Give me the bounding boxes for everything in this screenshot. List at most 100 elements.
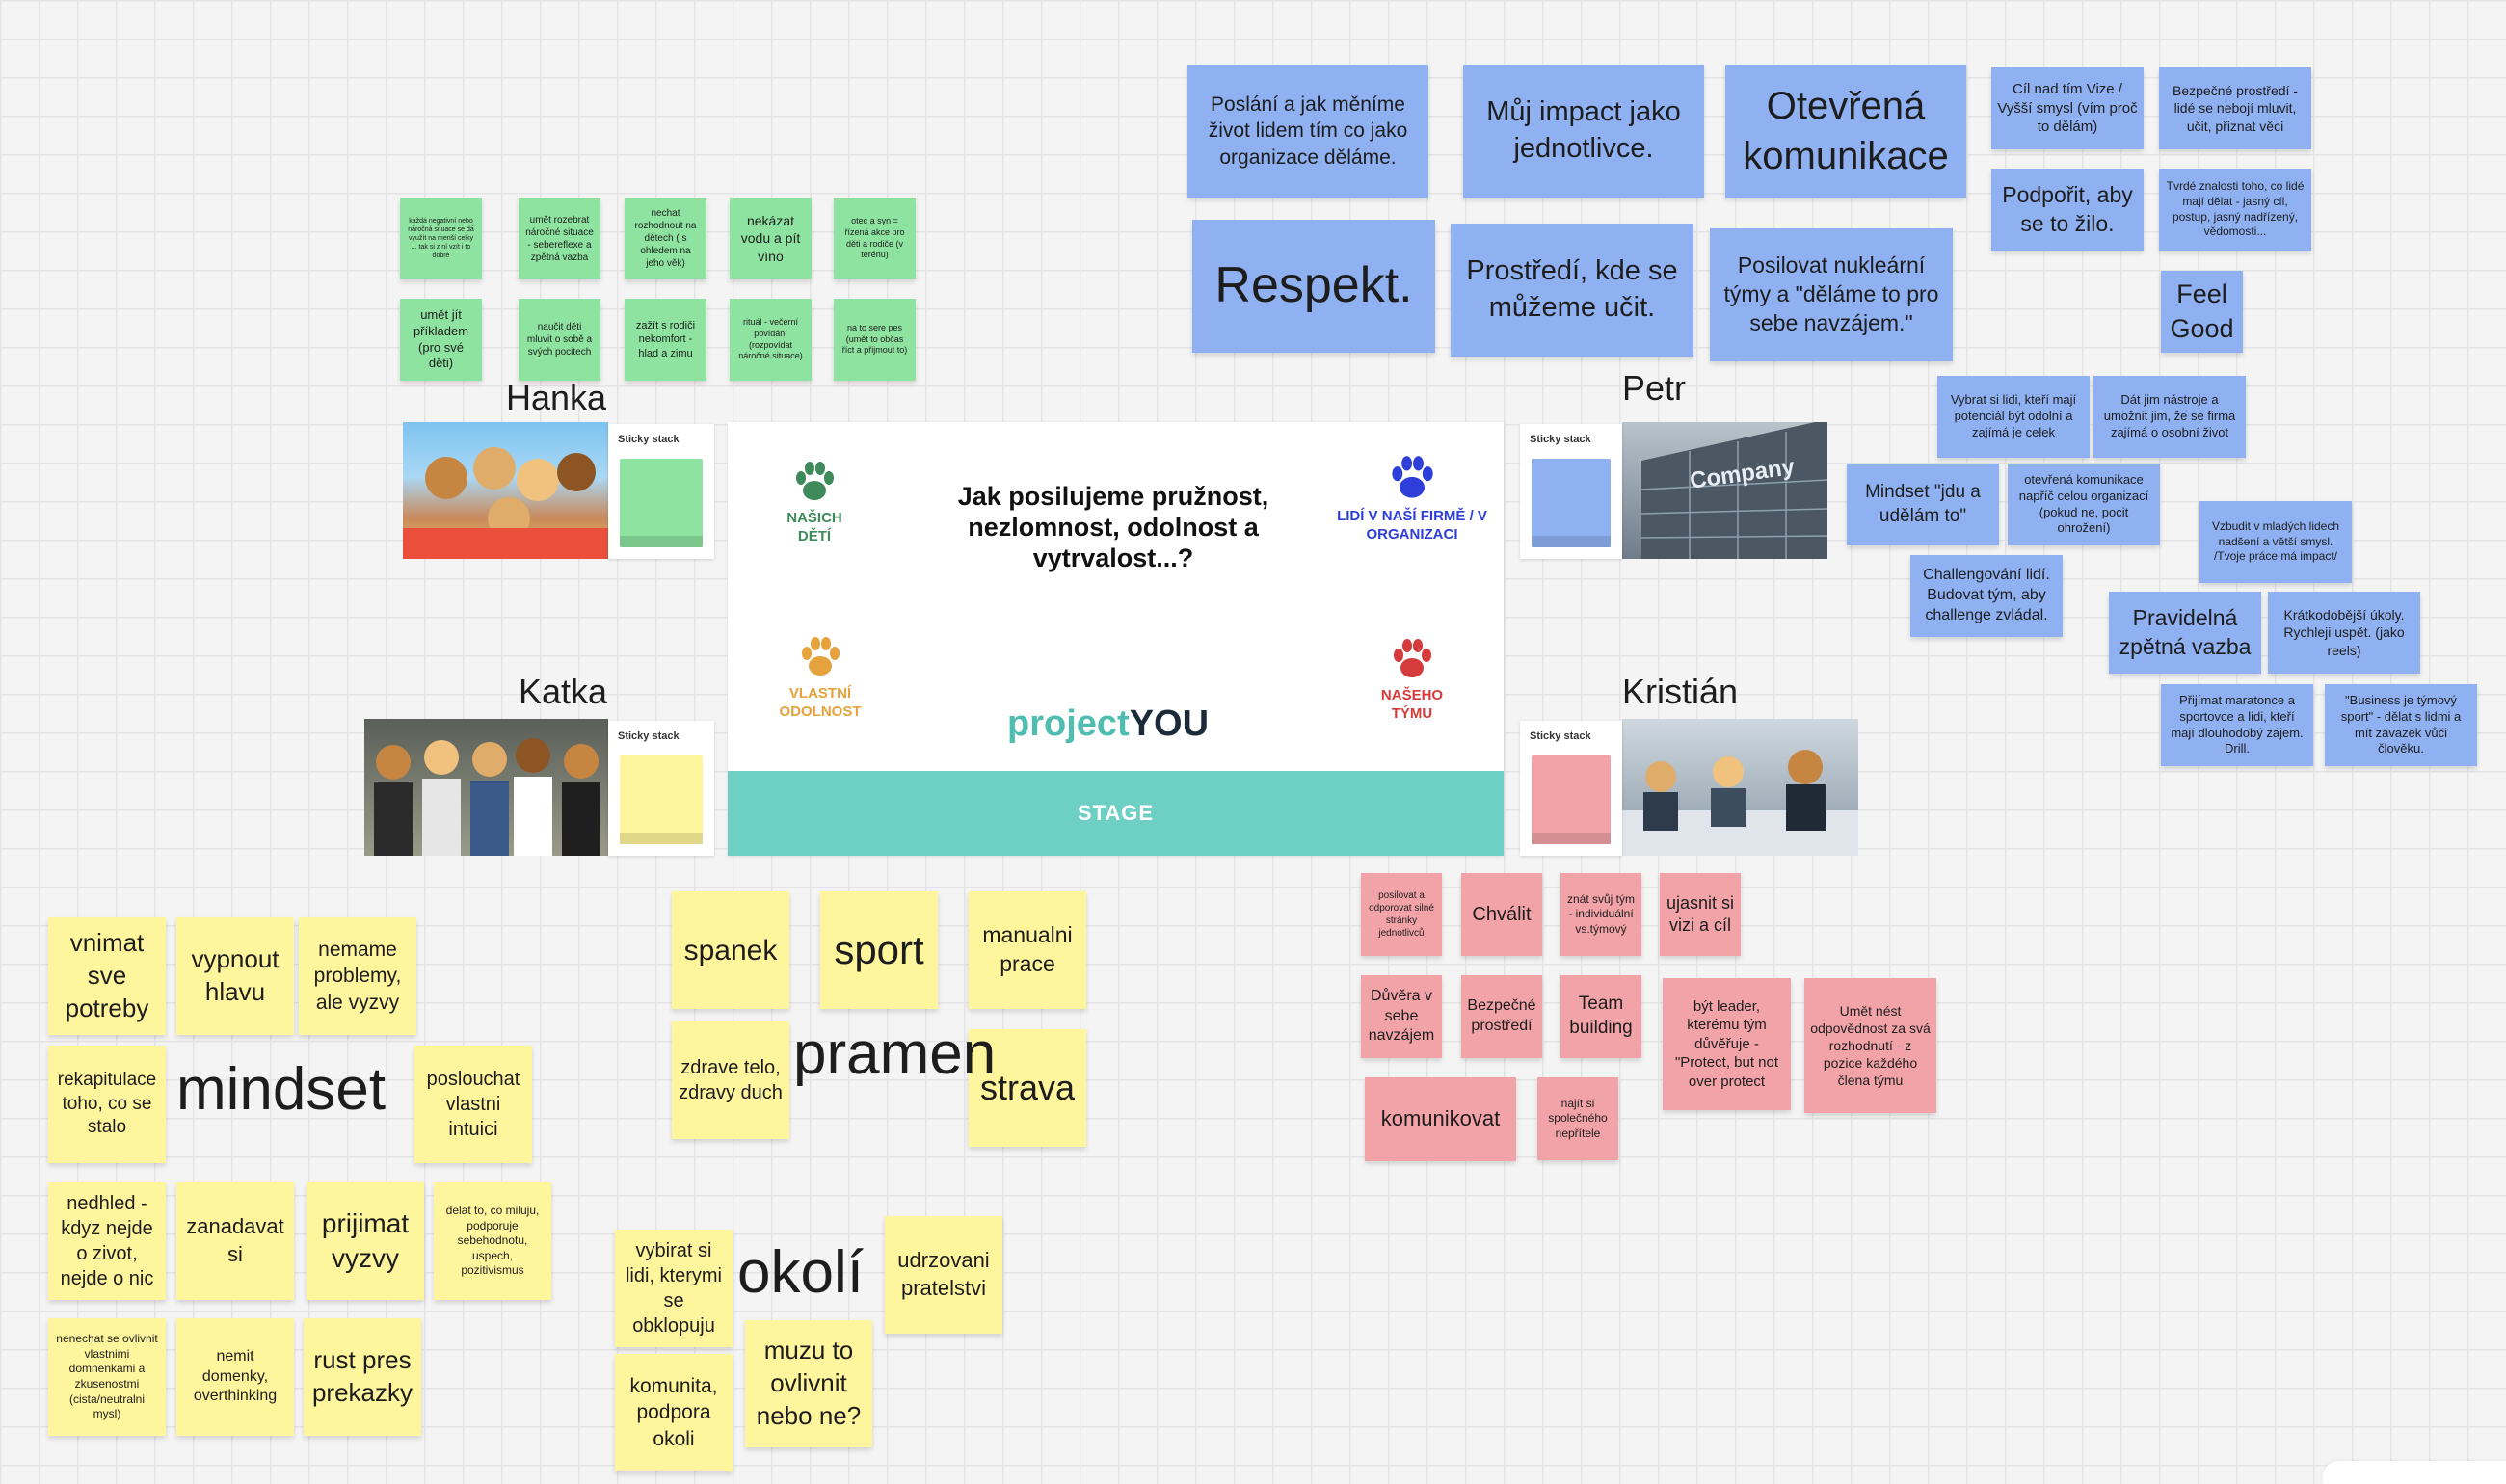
sticky-note-blue[interactable]: Pravidelná zpětná vazba	[2109, 592, 2261, 674]
sticky-note-yellow[interactable]: sport	[820, 891, 938, 1009]
sticky-note-yellow[interactable]: vybirat si lidi, kterymi se obklopuju	[615, 1230, 733, 1347]
sticky-note-yellow[interactable]: nedhled - kdyz nejde o zivot, nejde o ni…	[48, 1182, 166, 1300]
sticky-note-yellow[interactable]: manualni prace	[969, 891, 1086, 1009]
sticky-note-blue[interactable]: Vybrat si lidi, kteří mají potenciál být…	[1937, 376, 2090, 458]
sticky-pad-green[interactable]	[620, 459, 703, 547]
sticky-note-blue[interactable]: Přijímat maratonce a sportovce a lidi, k…	[2161, 684, 2313, 766]
sticky-note-pink[interactable]: Umět nést odpovědnost za svá rozhodnutí …	[1804, 978, 1936, 1113]
sticky-note-green[interactable]: každá negativní nebo náročná situace se …	[400, 198, 482, 279]
sticky-note-blue[interactable]: Vzbudit v mladých lidech nadšení a větší…	[2199, 501, 2352, 583]
photo-meeting-image[interactable]	[1622, 719, 1858, 856]
sticky-note-yellow[interactable]: muzu to ovlivnit nebo ne?	[745, 1320, 872, 1447]
paw-green-icon	[796, 462, 834, 500]
sticky-note-blue[interactable]: "Business je týmový sport" - dělat s lid…	[2325, 684, 2477, 766]
sticky-stack-green[interactable]: Sticky stack	[608, 424, 714, 559]
stage-question: Jak posilujeme pružnost, nezlomnost, odo…	[957, 482, 1269, 572]
sticky-note-yellow[interactable]: delat to, co miluju, podporuje sebehodno…	[434, 1182, 551, 1300]
sticky-note-blue[interactable]: otevřená komunikace napříč celou organiz…	[2008, 464, 2160, 545]
sticky-note-blue[interactable]: Dát jim nástroje a umožnit jim, že se fi…	[2093, 376, 2246, 458]
stage-bar[interactable]: STAGE	[728, 771, 1504, 856]
sticky-note-yellow[interactable]: prijimat vyzvy	[307, 1182, 424, 1300]
sticky-note-pink[interactable]: ujasnit si vizi a cíl	[1660, 873, 1741, 956]
sticky-note-yellow[interactable]: nemit domenky, overthinking	[176, 1318, 294, 1436]
sticky-note-green[interactable]: umět jít příkladem (pro své děti)	[400, 299, 482, 381]
sticky-note-yellow[interactable]: nemame problemy, ale vyzvy	[299, 917, 416, 1035]
sticky-note-blue[interactable]: Posilovat nukleární týmy a "děláme to pr…	[1710, 228, 1953, 361]
sticky-note-blue[interactable]: Cíl nad tím Vize / Vyšší smysl (vím proč…	[1991, 67, 2144, 149]
sticky-note-pink[interactable]: Team building	[1560, 975, 1641, 1058]
name-kristian[interactable]: Kristián	[1622, 672, 1739, 711]
sticky-note-pink[interactable]: znát svůj tým - individuální vs.týmový	[1560, 873, 1641, 956]
sticky-note-green[interactable]: otec a syn = řízená akce pro děti a rodi…	[834, 198, 916, 279]
paw-children[interactable]: NAŠICH DĚTÍ	[776, 459, 853, 546]
sticky-stack-pink[interactable]: Sticky stack	[1520, 721, 1622, 856]
sticky-note-yellow[interactable]: nenechat se ovlivnit vlastnimi domnenkam…	[48, 1318, 166, 1436]
photo-kids-image[interactable]	[403, 422, 608, 559]
paw-company[interactable]: LIDÍ V NAŠÍ FIRMĚ / V ORGANIZACI	[1335, 453, 1489, 544]
sticky-note-yellow[interactable]: poslouchat vlastni intuici	[414, 1046, 532, 1163]
sticky-note-yellow[interactable]: zanadavat si	[176, 1182, 294, 1300]
sticky-note-blue[interactable]: Prostředí, kde se můžeme učit.	[1451, 224, 1693, 357]
sticky-note-yellow[interactable]: vnimat sve potreby	[48, 917, 166, 1035]
sticky-note-blue[interactable]: Otevřená komunikace	[1725, 65, 1966, 198]
sticky-note-blue[interactable]: Krátkodobější úkoly. Rychleji uspět. (ja…	[2268, 592, 2420, 674]
sticky-note-pink[interactable]: Chválit	[1461, 873, 1542, 956]
name-petr[interactable]: Petr	[1622, 368, 1687, 408]
sticky-note-blue[interactable]: Mindset "jdu a udělám to"	[1847, 464, 1999, 545]
logo-part-a: project	[1007, 703, 1130, 744]
sticky-note-blue[interactable]: Podpořit, aby se to žilo.	[1991, 169, 2144, 251]
sticky-note-yellow[interactable]: vypnout hlavu	[176, 917, 294, 1035]
logo-part-b: YOU	[1129, 703, 1210, 744]
paw-self[interactable]: VLASTNÍ ODOLNOST	[774, 634, 866, 722]
sticky-note-green[interactable]: rituál - večerní povídání (rozpovídat ná…	[730, 299, 812, 381]
name-hanka[interactable]: Hanka	[506, 378, 607, 417]
sticky-pad-pink[interactable]	[1532, 755, 1611, 844]
sticky-note-blue[interactable]: Poslání a jak měníme život lidem tím co …	[1187, 65, 1428, 198]
sticky-note-green[interactable]: naučit děti mluvit o sobě a svých pocite…	[519, 299, 600, 381]
sticky-note-blue[interactable]: Challengování lidí. Budovat tým, aby cha…	[1910, 555, 2063, 637]
sticky-note-yellow[interactable]: rekapitulace toho, co se stalo	[48, 1046, 166, 1163]
sticky-note-pink[interactable]: Bezpečné prostředí	[1461, 975, 1542, 1058]
photo-company-building-image[interactable]: Company	[1622, 422, 1827, 559]
sticky-note-pink[interactable]: posilovat a odporovat silné stránky jedn…	[1361, 873, 1442, 956]
paw-orange-icon	[802, 637, 840, 676]
sticky-note-yellow[interactable]: rust pres prekazky	[304, 1318, 421, 1436]
name-katka[interactable]: Katka	[519, 672, 608, 711]
sticky-stack-yellow[interactable]: Sticky stack	[608, 721, 714, 856]
photo-friends-image[interactable]	[364, 719, 608, 856]
sticky-note-blue[interactable]: Tvrdé znalosti toho, co lidé mají dělat …	[2159, 169, 2311, 251]
sticky-stack-blue[interactable]: Sticky stack	[1520, 424, 1622, 559]
sticky-note-green[interactable]: umět rozebrat náročné situace - seberefl…	[519, 198, 600, 279]
sticky-note-yellow[interactable]: zdrave telo, zdravy duch	[672, 1021, 789, 1139]
paw-blue-icon	[1392, 456, 1433, 498]
sticky-note-blue[interactable]: Bezpečné prostředí - lidé se nebojí mluv…	[2159, 67, 2311, 149]
sticky-note-green[interactable]: nechat rozhodnout na dětech ( s ohledem …	[625, 198, 706, 279]
sticky-stack-label: Sticky stack	[1530, 730, 1591, 742]
sticky-note-pink[interactable]: najít si společného nepřítele	[1537, 1077, 1618, 1160]
cluster-label-pramen[interactable]: pramen	[793, 1020, 997, 1087]
projectyou-logo: projectYOU	[1007, 703, 1209, 745]
sticky-note-green[interactable]: nekázat vodu a pít víno	[730, 198, 812, 279]
bottom-right-panel	[2323, 1461, 2506, 1484]
sticky-note-blue[interactable]: Respekt.	[1192, 220, 1435, 353]
sticky-note-yellow[interactable]: udrzovani pratelstvi	[885, 1216, 1002, 1334]
sticky-note-pink[interactable]: komunikovat	[1365, 1077, 1516, 1161]
sticky-note-yellow[interactable]: spanek	[672, 891, 789, 1009]
stage-frame[interactable]: NAŠICH DĚTÍ LIDÍ V NAŠÍ FIRMĚ / V ORGANI…	[728, 422, 1504, 856]
paw-team[interactable]: NAŠEHO TÝMU	[1373, 636, 1451, 724]
sticky-note-green[interactable]: zažít s rodiči nekomfort - hlad a zimu	[625, 299, 706, 381]
cluster-label-okoli[interactable]: okolí	[737, 1239, 864, 1306]
sticky-pad-yellow[interactable]	[620, 755, 703, 844]
sticky-note-blue[interactable]: Feel Good	[2161, 271, 2243, 353]
sticky-note-yellow[interactable]: strava	[969, 1029, 1086, 1147]
sticky-note-yellow[interactable]: komunita, podpora okoli	[615, 1354, 733, 1471]
sticky-note-blue[interactable]: Můj impact jako jednotlivce.	[1463, 65, 1704, 198]
sticky-note-pink[interactable]: být leader, kterému tým důvěřuje - "Prot…	[1663, 978, 1791, 1110]
paw-children-label: NAŠICH DĚTÍ	[786, 510, 842, 544]
sticky-note-pink[interactable]: Důvěra v sebe navzájem	[1361, 975, 1442, 1058]
sticky-note-green[interactable]: na to sere pes (umět to občas říct a při…	[834, 299, 916, 381]
paw-team-label: NAŠEHO TÝMU	[1380, 687, 1444, 722]
cluster-label-mindset[interactable]: mindset	[176, 1056, 387, 1123]
sticky-pad-blue[interactable]	[1532, 459, 1611, 547]
